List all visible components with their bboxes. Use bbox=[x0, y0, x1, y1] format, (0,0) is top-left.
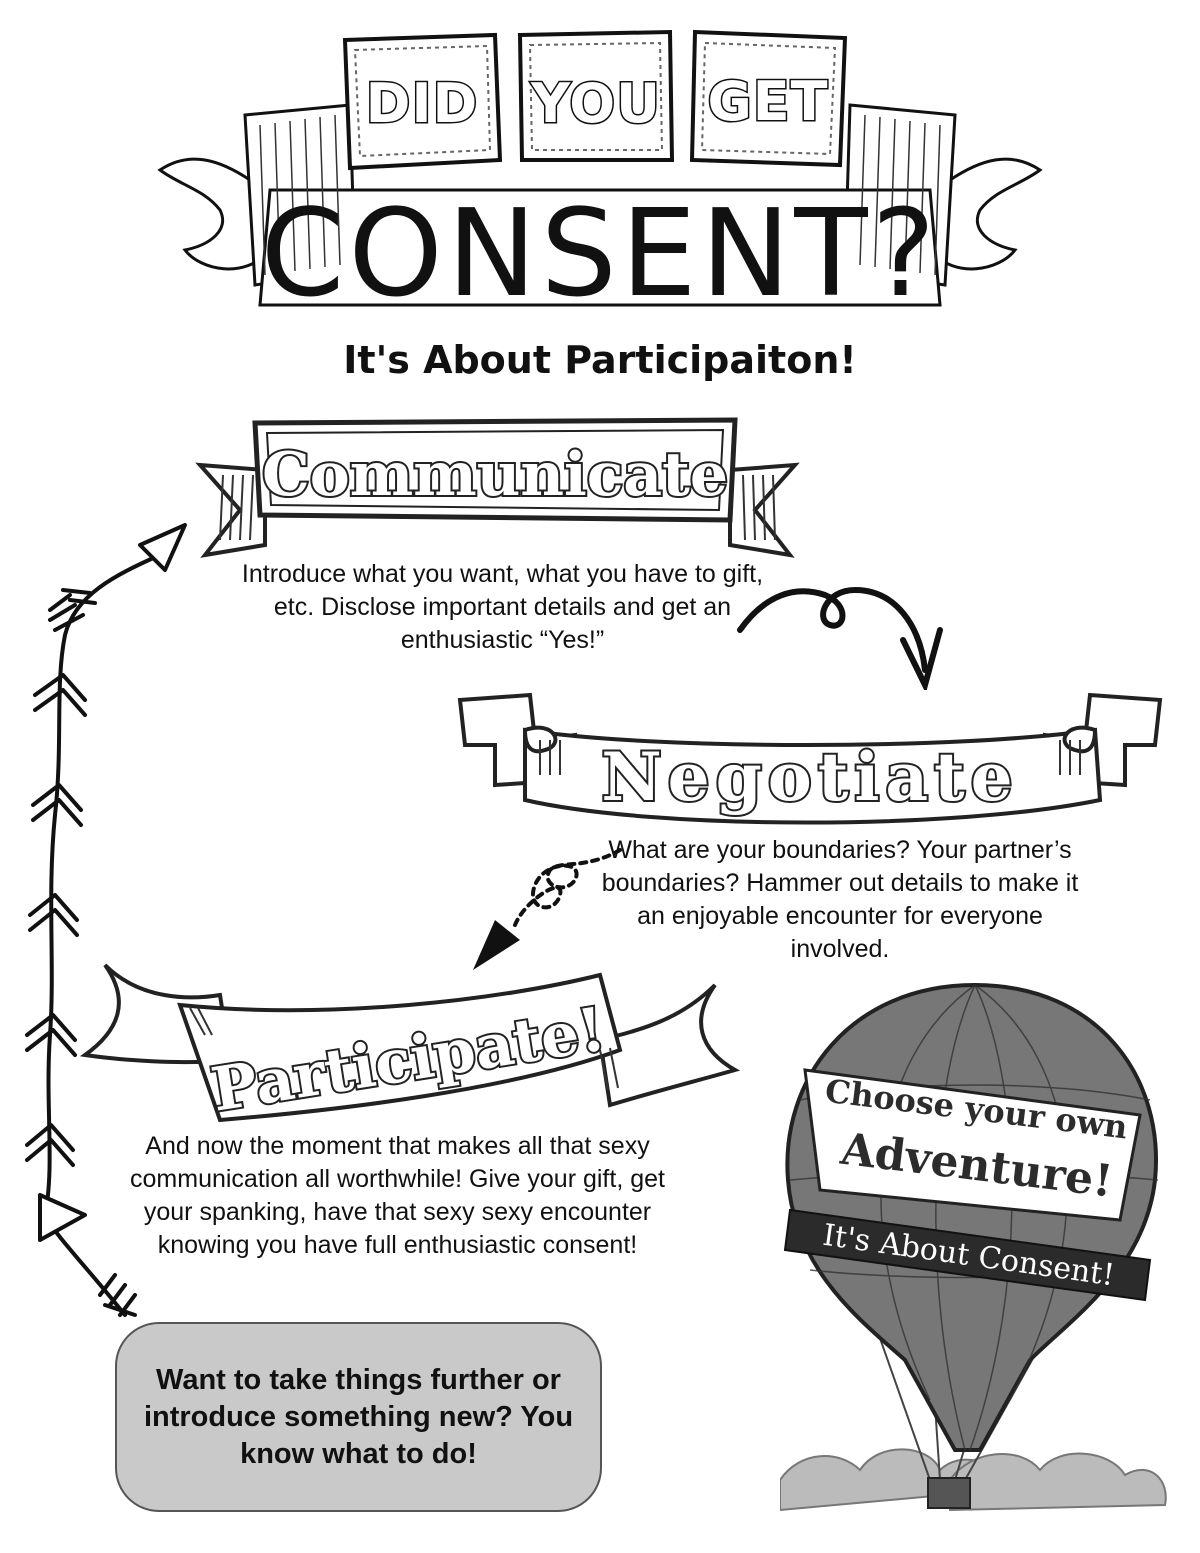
dotted-arrow-icon bbox=[473, 848, 622, 970]
participate-banner: Participate! bbox=[80, 963, 740, 1128]
callout-text: Want to take things further or introduce… bbox=[143, 1363, 574, 1470]
plaque-you: YOU bbox=[530, 72, 661, 135]
negotiate-description: What are your boundaries? Your partner’s… bbox=[601, 836, 1079, 963]
communicate-title: Communicate bbox=[262, 440, 728, 510]
page-title: CONSENT? bbox=[260, 185, 940, 324]
negotiate-banner: Negotiate bbox=[457, 692, 1163, 825]
communicate-description: Introduce what you want, what you have t… bbox=[241, 560, 764, 654]
arrow-icon bbox=[25, 523, 187, 1317]
header-ribbon-banner: DID YOU GET bbox=[157, 29, 1043, 307]
callout-box: Want to take things further or introduce… bbox=[115, 1322, 602, 1512]
plaque-get: GET bbox=[707, 70, 828, 133]
hot-air-balloon-icon: Choose your own Adventure! It's About Co… bbox=[780, 982, 1167, 1512]
negotiate-title: Negotiate bbox=[601, 738, 1018, 816]
participate-description: And now the moment that makes all that s… bbox=[130, 1132, 665, 1259]
plaque-did: DID bbox=[366, 72, 479, 135]
communicate-banner: Communicate bbox=[195, 417, 800, 558]
squiggle-arrow-icon bbox=[737, 586, 943, 690]
page-subtitle: It's About Participaiton! bbox=[343, 338, 857, 382]
